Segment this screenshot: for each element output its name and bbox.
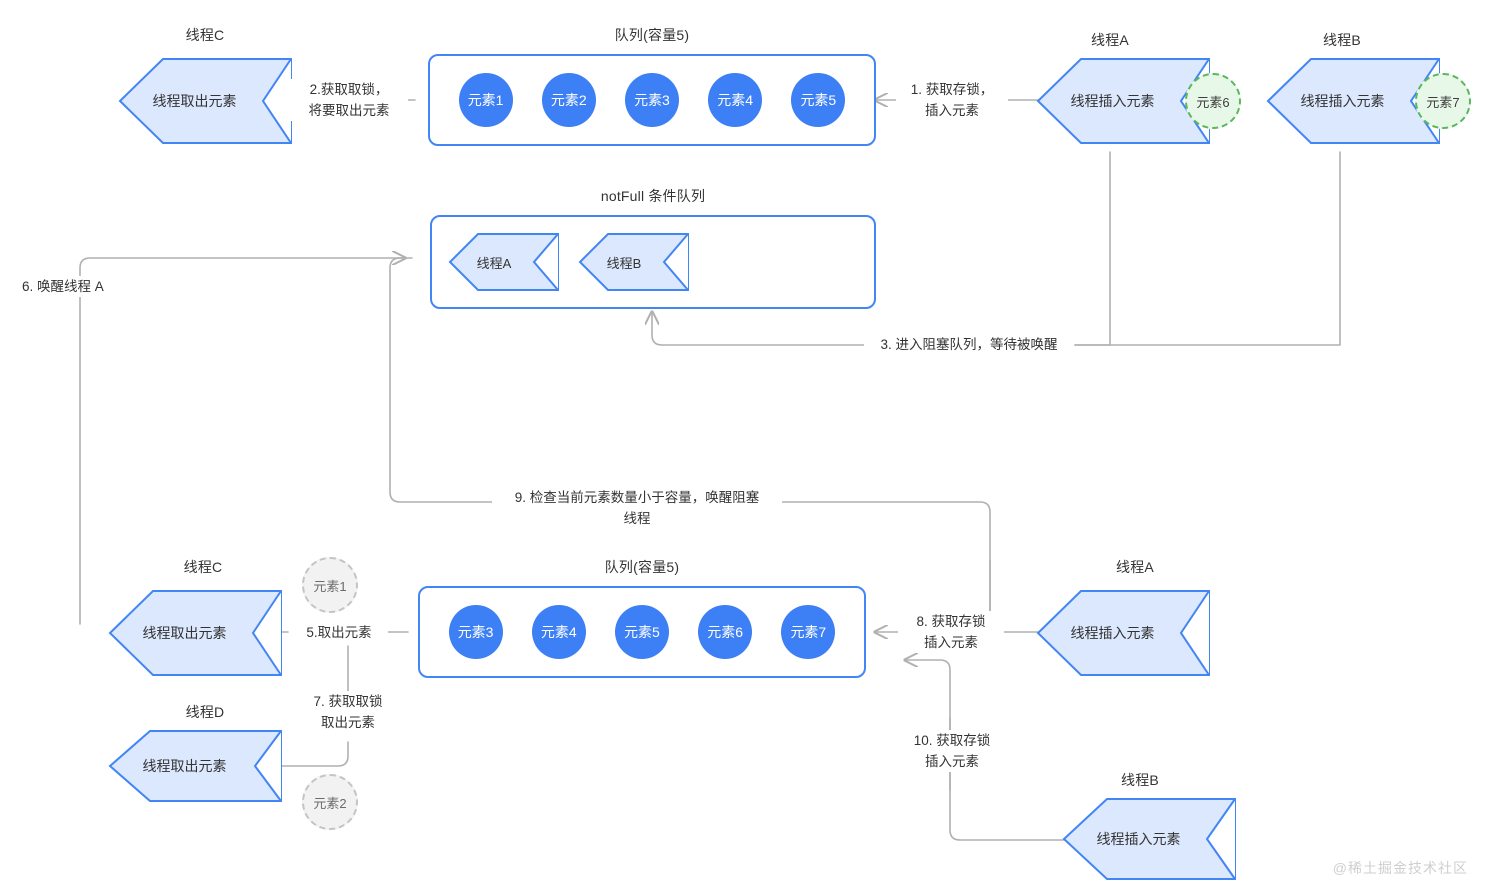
thread-c-top-caption: 线程C xyxy=(185,27,225,43)
cond-queue-waiting-thread-a[interactable]: 线程A xyxy=(448,232,560,292)
step-3-label: 3. 进入阻塞队列，等待被唤醒 xyxy=(864,334,1074,355)
thread-a-top-caption: 线程A xyxy=(1091,32,1129,48)
thread-d-removed-element: 元素2 xyxy=(302,774,358,830)
cond-queue-waiting-thread-b[interactable]: 线程B xyxy=(578,232,690,292)
queue-top-element: 元素1 xyxy=(458,73,513,127)
queue-top-box: 元素1 元素2 元素3 元素4 元素5 xyxy=(428,54,876,146)
queue-top-element: 元素5 xyxy=(791,73,846,127)
step-5-label: 5.取出元素 xyxy=(290,622,388,643)
thread-c-bottom-caption: 线程C xyxy=(183,559,223,575)
step-7-label: 7. 获取取锁 取出元素 xyxy=(292,691,404,733)
queue-top-caption: 队列(容量5) xyxy=(614,27,690,43)
queue-bottom-element: 元素6 xyxy=(698,605,753,659)
step-8-label: 8. 获取存锁 插入元素 xyxy=(898,611,1004,653)
queue-bottom-box: 元素3 元素4 元素5 元素6 元素7 xyxy=(418,586,866,678)
queue-top-element: 元素4 xyxy=(708,73,763,127)
thread-b-pending-element: 元素7 xyxy=(1415,73,1471,129)
line-step3-into-condqueue xyxy=(652,312,867,346)
step-10-label: 10. 获取存锁 插入元素 xyxy=(896,730,1008,772)
queue-bottom-element: 元素5 xyxy=(614,605,669,659)
step-2-label: 2.获取取锁， 将要取出元素 xyxy=(290,79,408,121)
step-9-label: 9. 检查当前元素数量小于容量，唤醒阻塞 线程 xyxy=(492,487,782,529)
thread-b-bottom-caption: 线程B xyxy=(1121,772,1159,788)
queue-bottom-element: 元素4 xyxy=(531,605,586,659)
thread-b-bottom-shape[interactable]: 线程插入元素 xyxy=(1062,797,1237,881)
thread-d-caption: 线程D xyxy=(185,704,225,720)
line-threadA-to-blocked xyxy=(1074,151,1111,346)
queue-bottom-caption: 队列(容量5) xyxy=(604,559,680,575)
step-1-label: 1. 获取存锁， 插入元素 xyxy=(896,79,1008,121)
line-threadB-to-blocked xyxy=(1074,151,1341,346)
thread-a-bottom-shape[interactable]: 线程插入元素 xyxy=(1036,589,1211,677)
thread-c-bottom-shape[interactable]: 线程取出元素 xyxy=(108,589,283,677)
step-6-label: 6. 唤醒线程 A xyxy=(18,276,148,297)
watermark: @稀土掘金技术社区 xyxy=(1332,860,1468,876)
queue-bottom-element: 元素7 xyxy=(781,605,836,659)
queue-top-element: 元素3 xyxy=(624,73,679,127)
thread-c-removed-element: 元素1 xyxy=(302,557,358,613)
thread-b-top-caption: 线程B xyxy=(1323,32,1361,48)
cond-queue-caption: notFull 条件队列 xyxy=(600,188,706,204)
thread-d-shape[interactable]: 线程取出元素 xyxy=(108,729,283,803)
thread-c-top-shape[interactable]: 线程取出元素 xyxy=(118,57,293,145)
queue-top-element: 元素2 xyxy=(541,73,596,127)
queue-bottom-element: 元素3 xyxy=(448,605,503,659)
thread-a-bottom-caption: 线程A xyxy=(1116,559,1154,575)
thread-a-pending-element: 元素6 xyxy=(1185,73,1241,129)
